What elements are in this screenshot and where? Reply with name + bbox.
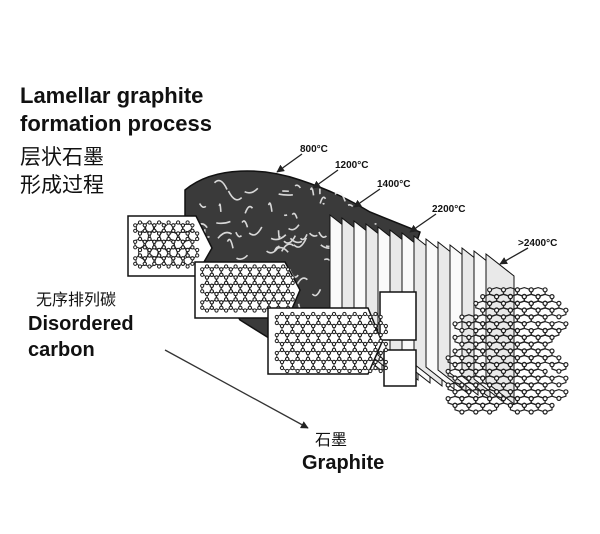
temp-arrow-2200 — [410, 214, 436, 232]
temp-arrow-1200 — [313, 170, 338, 188]
inset-box-hexagonal — [268, 308, 388, 374]
temp-arrow-800 — [277, 154, 302, 172]
temp-arrow-1400 — [354, 189, 380, 207]
temp-arrow-2400 — [500, 248, 528, 264]
